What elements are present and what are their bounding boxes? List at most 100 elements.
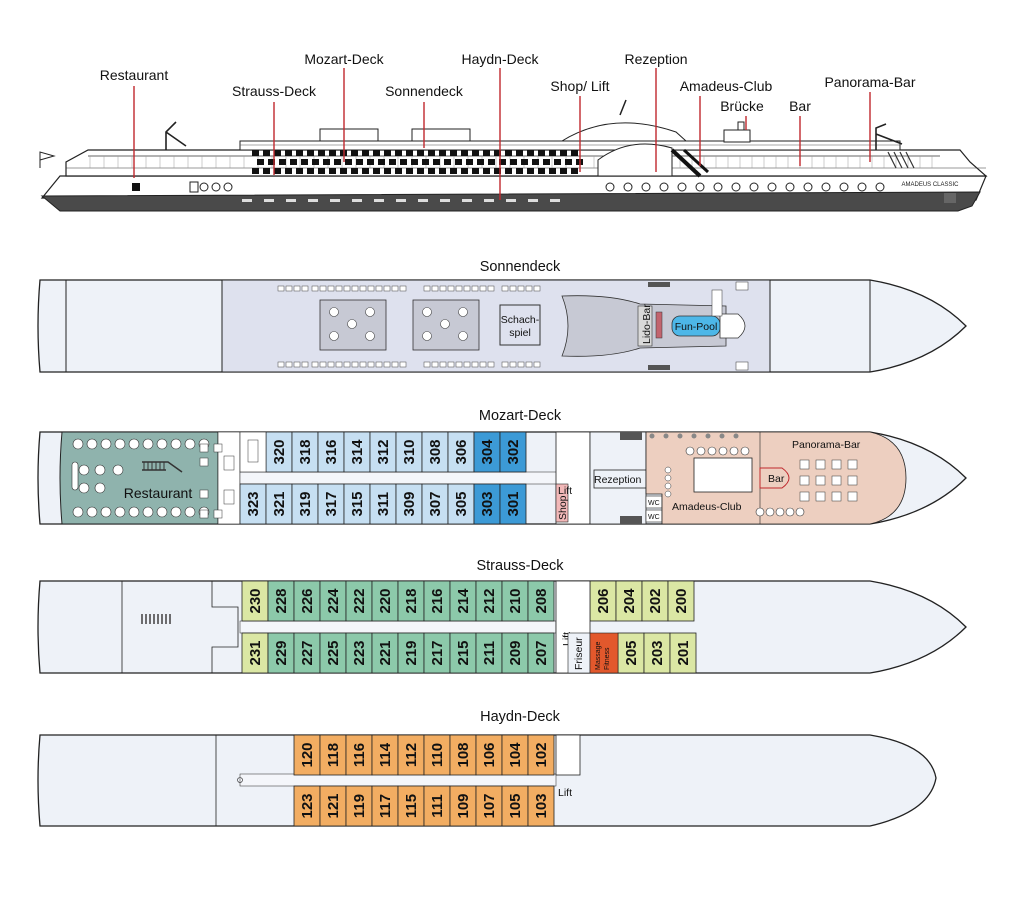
- cabin-number-303: 303: [479, 491, 496, 516]
- restaurant-table: [78, 464, 90, 476]
- checker-window: [279, 159, 286, 165]
- porthole: [223, 182, 233, 192]
- cabin-316: [317, 431, 345, 473]
- deck-table: [329, 307, 339, 317]
- deck-chair: [375, 361, 383, 368]
- cabin-number-214: 214: [455, 588, 472, 614]
- checker-window: [362, 150, 369, 156]
- panorama-table: [847, 475, 858, 486]
- restaurant-seat: [199, 457, 209, 467]
- porthole: [839, 182, 849, 192]
- schachspiel-label-2: spiel: [509, 327, 531, 339]
- cabin-number-226: 226: [299, 588, 316, 613]
- checker-window: [263, 150, 270, 156]
- cabin-number-218: 218: [403, 588, 420, 613]
- cabin-111: [423, 785, 451, 827]
- deck-table: [458, 307, 468, 317]
- club-chair: [775, 507, 785, 517]
- deck-table: [347, 319, 357, 329]
- cabin-number-207: 207: [533, 640, 550, 665]
- cabin-number-305: 305: [453, 491, 470, 516]
- deck-chair: [501, 285, 509, 292]
- cabin-number-123: 123: [299, 793, 316, 818]
- porthole: [677, 182, 687, 192]
- checker-window: [488, 159, 495, 165]
- cabin-114: [371, 734, 399, 776]
- cabin-number-216: 216: [429, 588, 446, 613]
- cabin-number-121: 121: [325, 793, 342, 818]
- deck-chair: [343, 285, 351, 292]
- cabin-number-222: 222: [351, 588, 368, 613]
- club-chair: [718, 446, 728, 456]
- cabin-208: [527, 580, 555, 622]
- cabin-number-215: 215: [455, 640, 472, 665]
- checker-window: [483, 168, 490, 174]
- porthole: [857, 182, 867, 192]
- cabin-120: [293, 734, 321, 776]
- mozart-lift-label: Lift: [558, 485, 572, 497]
- checker-window: [268, 159, 275, 165]
- panorama-table: [847, 459, 858, 470]
- cabin-number-223: 223: [351, 640, 368, 665]
- hull-window: [528, 199, 538, 202]
- checker-window: [472, 168, 479, 174]
- porthole: [803, 182, 813, 192]
- cabin-number-107: 107: [481, 793, 498, 818]
- club-chair: [707, 446, 717, 456]
- massage-label: Massage: [595, 641, 602, 670]
- hull-window: [242, 199, 252, 202]
- deck-chair: [479, 285, 487, 292]
- checker-window: [494, 168, 501, 174]
- hull-window: [440, 199, 450, 202]
- club-light: [691, 433, 697, 439]
- checker-window: [378, 159, 385, 165]
- deck-chair: [423, 285, 431, 292]
- restaurant-table: [100, 506, 112, 518]
- club-chair: [664, 474, 672, 482]
- cabin-117: [371, 785, 399, 827]
- cabin-212: [475, 580, 503, 622]
- checker-window: [356, 159, 363, 165]
- cabin-106: [475, 734, 503, 776]
- cabin-number-120: 120: [299, 742, 316, 767]
- panorama-table: [815, 475, 826, 486]
- cabin-number-119: 119: [351, 794, 368, 818]
- checker-window: [340, 168, 347, 174]
- cabin-321: [265, 483, 293, 525]
- service-counter: [223, 455, 235, 471]
- deck-chair: [533, 361, 541, 368]
- side-label-shop-lift: Shop/ Lift: [550, 78, 609, 94]
- restaurant-table: [156, 438, 168, 450]
- cabin-number-318: 318: [297, 439, 314, 464]
- panorama-table: [815, 459, 826, 470]
- deck-chair: [319, 361, 327, 368]
- hull-window: [286, 199, 296, 202]
- cabin-118: [319, 734, 347, 776]
- sonnendeck-plan: Sonnendeck Schach- spiel Lido-Bar Fun-Po…: [37, 259, 967, 373]
- club-light: [649, 433, 655, 439]
- checker-window: [417, 168, 424, 174]
- club-chair: [740, 446, 750, 456]
- checker-window: [532, 159, 539, 165]
- deck-chair: [463, 361, 471, 368]
- cabin-number-103: 103: [533, 793, 550, 818]
- panorama-table: [831, 475, 842, 486]
- cabin-200: [667, 580, 695, 622]
- cabin-number-217: 217: [429, 640, 446, 665]
- cabin-105: [501, 785, 529, 827]
- side-label-amadeus-club: Amadeus-Club: [680, 78, 773, 94]
- cabin-number-321: 321: [271, 491, 288, 516]
- checker-window: [527, 168, 534, 174]
- checker-window: [263, 168, 270, 174]
- checker-window: [290, 159, 297, 165]
- deck-chair: [311, 285, 319, 292]
- checker-window: [439, 150, 446, 156]
- checker-window: [318, 150, 325, 156]
- club-light: [663, 433, 669, 439]
- checker-stripe: [670, 148, 702, 178]
- club-chair: [755, 507, 765, 517]
- cabin-number-115: 115: [403, 794, 420, 818]
- checker-window: [411, 159, 418, 165]
- checker-window: [428, 150, 435, 156]
